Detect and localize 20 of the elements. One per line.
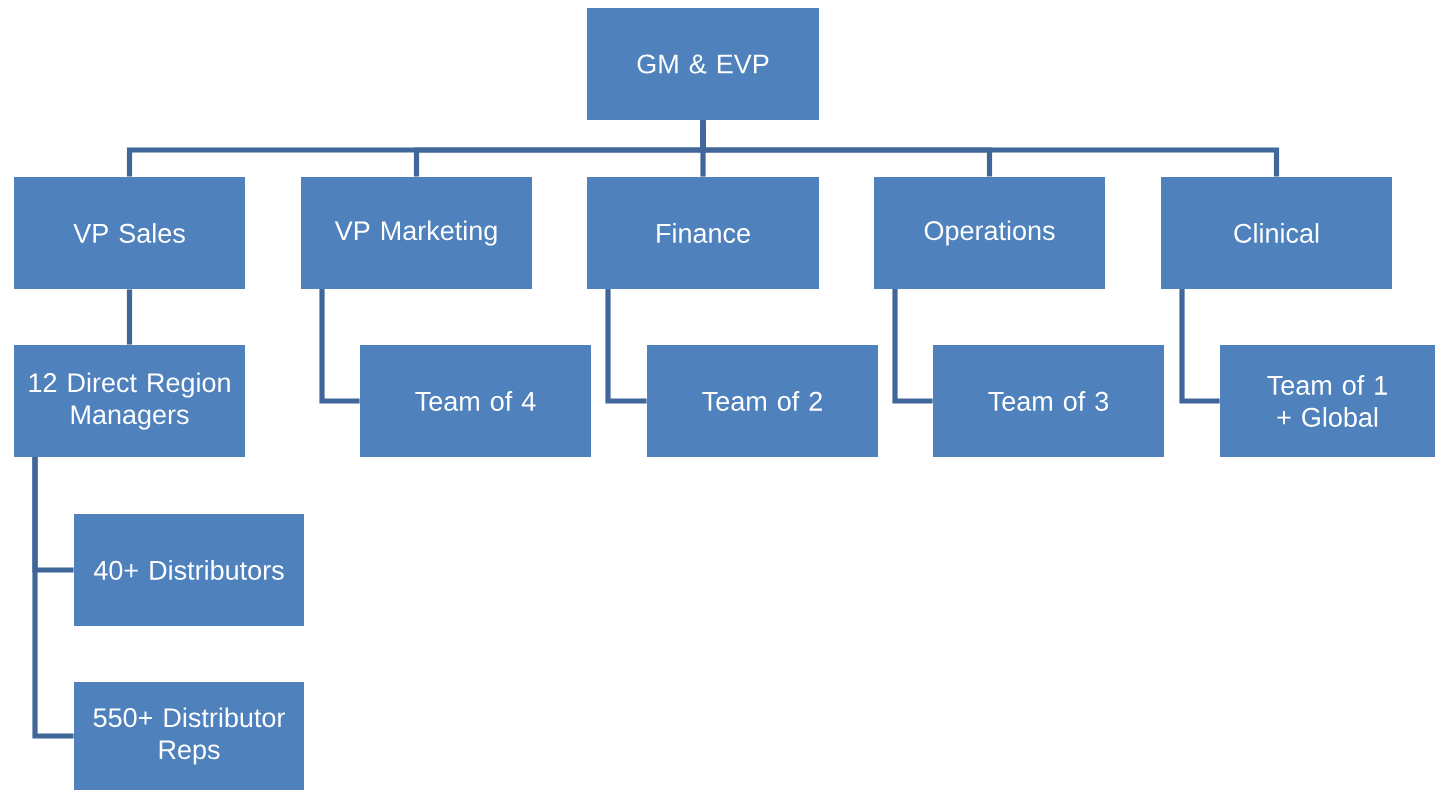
org-box: 12 Direct Region Managers xyxy=(14,345,245,457)
connector-line xyxy=(126,289,133,345)
org-box: Operations xyxy=(874,177,1105,289)
org-box: 40+ Distributors xyxy=(74,514,304,626)
org-box: VP Sales xyxy=(14,177,245,289)
org-box: 550+ Distributor Reps xyxy=(74,682,304,790)
org-box: Team of 1 + Global xyxy=(1220,345,1435,457)
connector-line xyxy=(605,289,647,404)
connector-line xyxy=(32,457,74,739)
connector-line xyxy=(319,289,360,404)
org-box: VP Marketing xyxy=(301,177,532,289)
connector-line xyxy=(1179,289,1220,404)
org-box: GM & EVP xyxy=(587,8,819,120)
org-box: Team of 4 xyxy=(360,345,591,457)
connector-line xyxy=(700,120,1280,177)
org-box: Team of 3 xyxy=(933,345,1164,457)
org-box: Team of 2 xyxy=(647,345,878,457)
org-box: Finance xyxy=(587,177,819,289)
connector-line xyxy=(892,289,933,404)
org-box: Clinical xyxy=(1161,177,1392,289)
